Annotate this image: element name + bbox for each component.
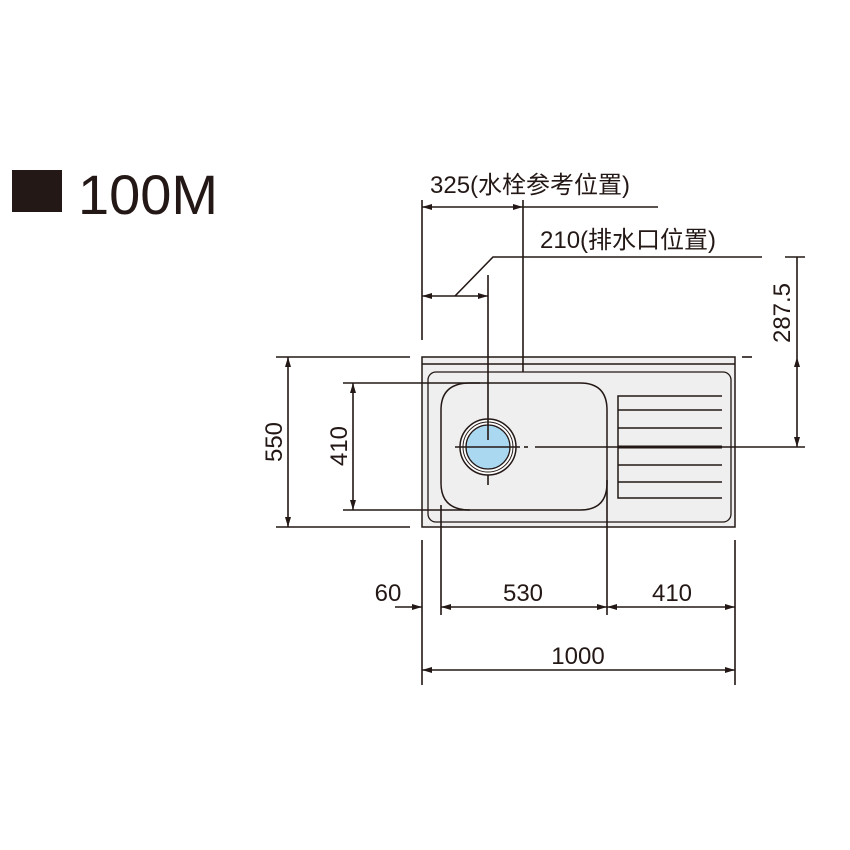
dim-total-depth: 550 [261, 356, 410, 528]
model-title: 100M [78, 163, 218, 226]
dim-drain: 210(排水口位置) [422, 227, 762, 440]
dim-faucet-label: 325(水栓参考位置) [430, 172, 630, 199]
dim-drain-depth: 287.5 [535, 256, 805, 448]
dim-drainboard-width-label: 410 [652, 580, 692, 607]
dim-total-width-label: 1000 [551, 643, 604, 670]
dim-bowl-depth-label: 410 [326, 426, 353, 466]
dim-drain-label: 210(排水口位置) [540, 227, 716, 254]
dim-total-depth-label: 550 [261, 422, 288, 462]
dim-bowl-depth: 410 [326, 382, 480, 511]
dim-left-margin-label: 60 [375, 580, 402, 607]
dim-drain-depth-label: 287.5 [769, 283, 796, 343]
dim-bowl-width-label: 530 [503, 580, 543, 607]
dim-widths: 60 530 410 1000 [375, 480, 736, 685]
title-square-icon [12, 170, 62, 212]
dim-faucet: 325(水栓参考位置) [421, 172, 658, 372]
